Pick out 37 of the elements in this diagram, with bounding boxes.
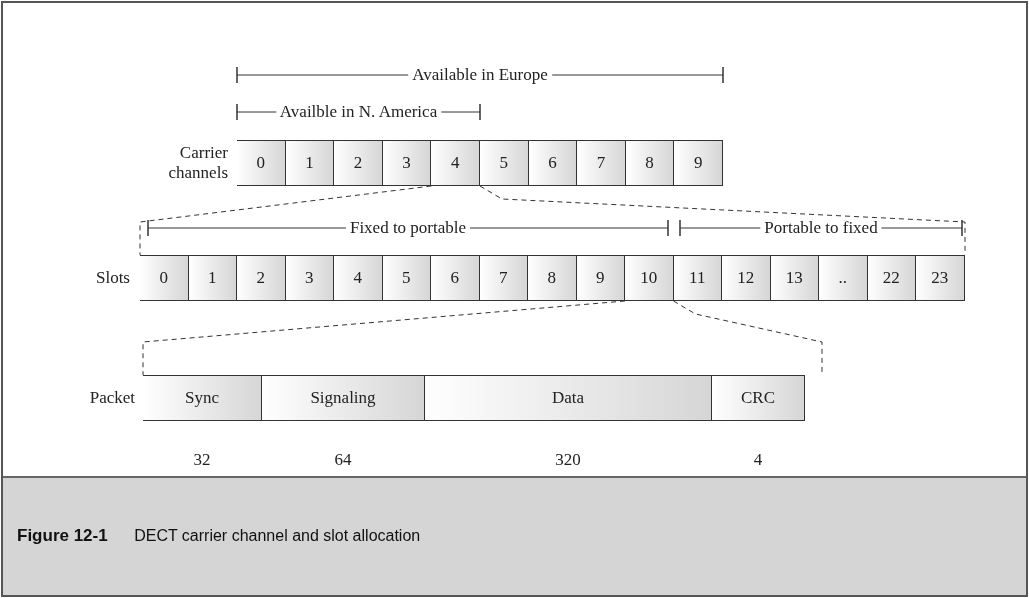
slot-cell: 22 (867, 255, 916, 301)
slot-cell: 9 (576, 255, 625, 301)
channel-cell: 5 (480, 140, 529, 186)
channel-cell: 2 (334, 140, 383, 186)
slot-cell: 11 (673, 255, 722, 301)
slot-cell: 10 (625, 255, 674, 301)
range-label: Fixed to portable (345, 218, 471, 238)
slot-cell: 1 (188, 255, 237, 301)
row-label: Slots (94, 268, 130, 288)
slot-cell: 12 (722, 255, 771, 301)
slot-cell: 0 (140, 255, 189, 301)
slot-cell: 3 (285, 255, 334, 301)
channel-cell: 3 (382, 140, 432, 186)
bit-count: 32 (192, 450, 212, 470)
row-label: Packet (88, 388, 135, 408)
channel-cell: 8 (625, 140, 675, 186)
bit-count: 4 (752, 450, 764, 470)
channel-cell: 0 (237, 140, 286, 186)
row-label: Carrier channels (167, 143, 228, 183)
slot-cell: .. (819, 255, 868, 301)
channel-cell: 4 (431, 140, 480, 186)
channel-cell: 7 (577, 140, 626, 186)
bit-count: 320 (554, 450, 582, 470)
figure-caption: Figure 12-1 DECT carrier channel and slot allocation (17, 526, 421, 546)
slot-cell: 7 (479, 255, 528, 301)
channel-cell: 6 (528, 140, 578, 186)
range-label: Available in Europe (408, 65, 552, 85)
slot-cell: 13 (770, 255, 819, 301)
channel-cell: 1 (285, 140, 335, 186)
slot-cell: 2 (237, 255, 286, 301)
slot-cell: 6 (431, 255, 480, 301)
slot-cell: 8 (528, 255, 577, 301)
slot-cell: 4 (334, 255, 383, 301)
slot-cell: 23 (916, 255, 965, 301)
slot-cell: 5 (382, 255, 431, 301)
bit-count: 64 (333, 450, 353, 470)
channel-cell: 9 (674, 140, 723, 186)
